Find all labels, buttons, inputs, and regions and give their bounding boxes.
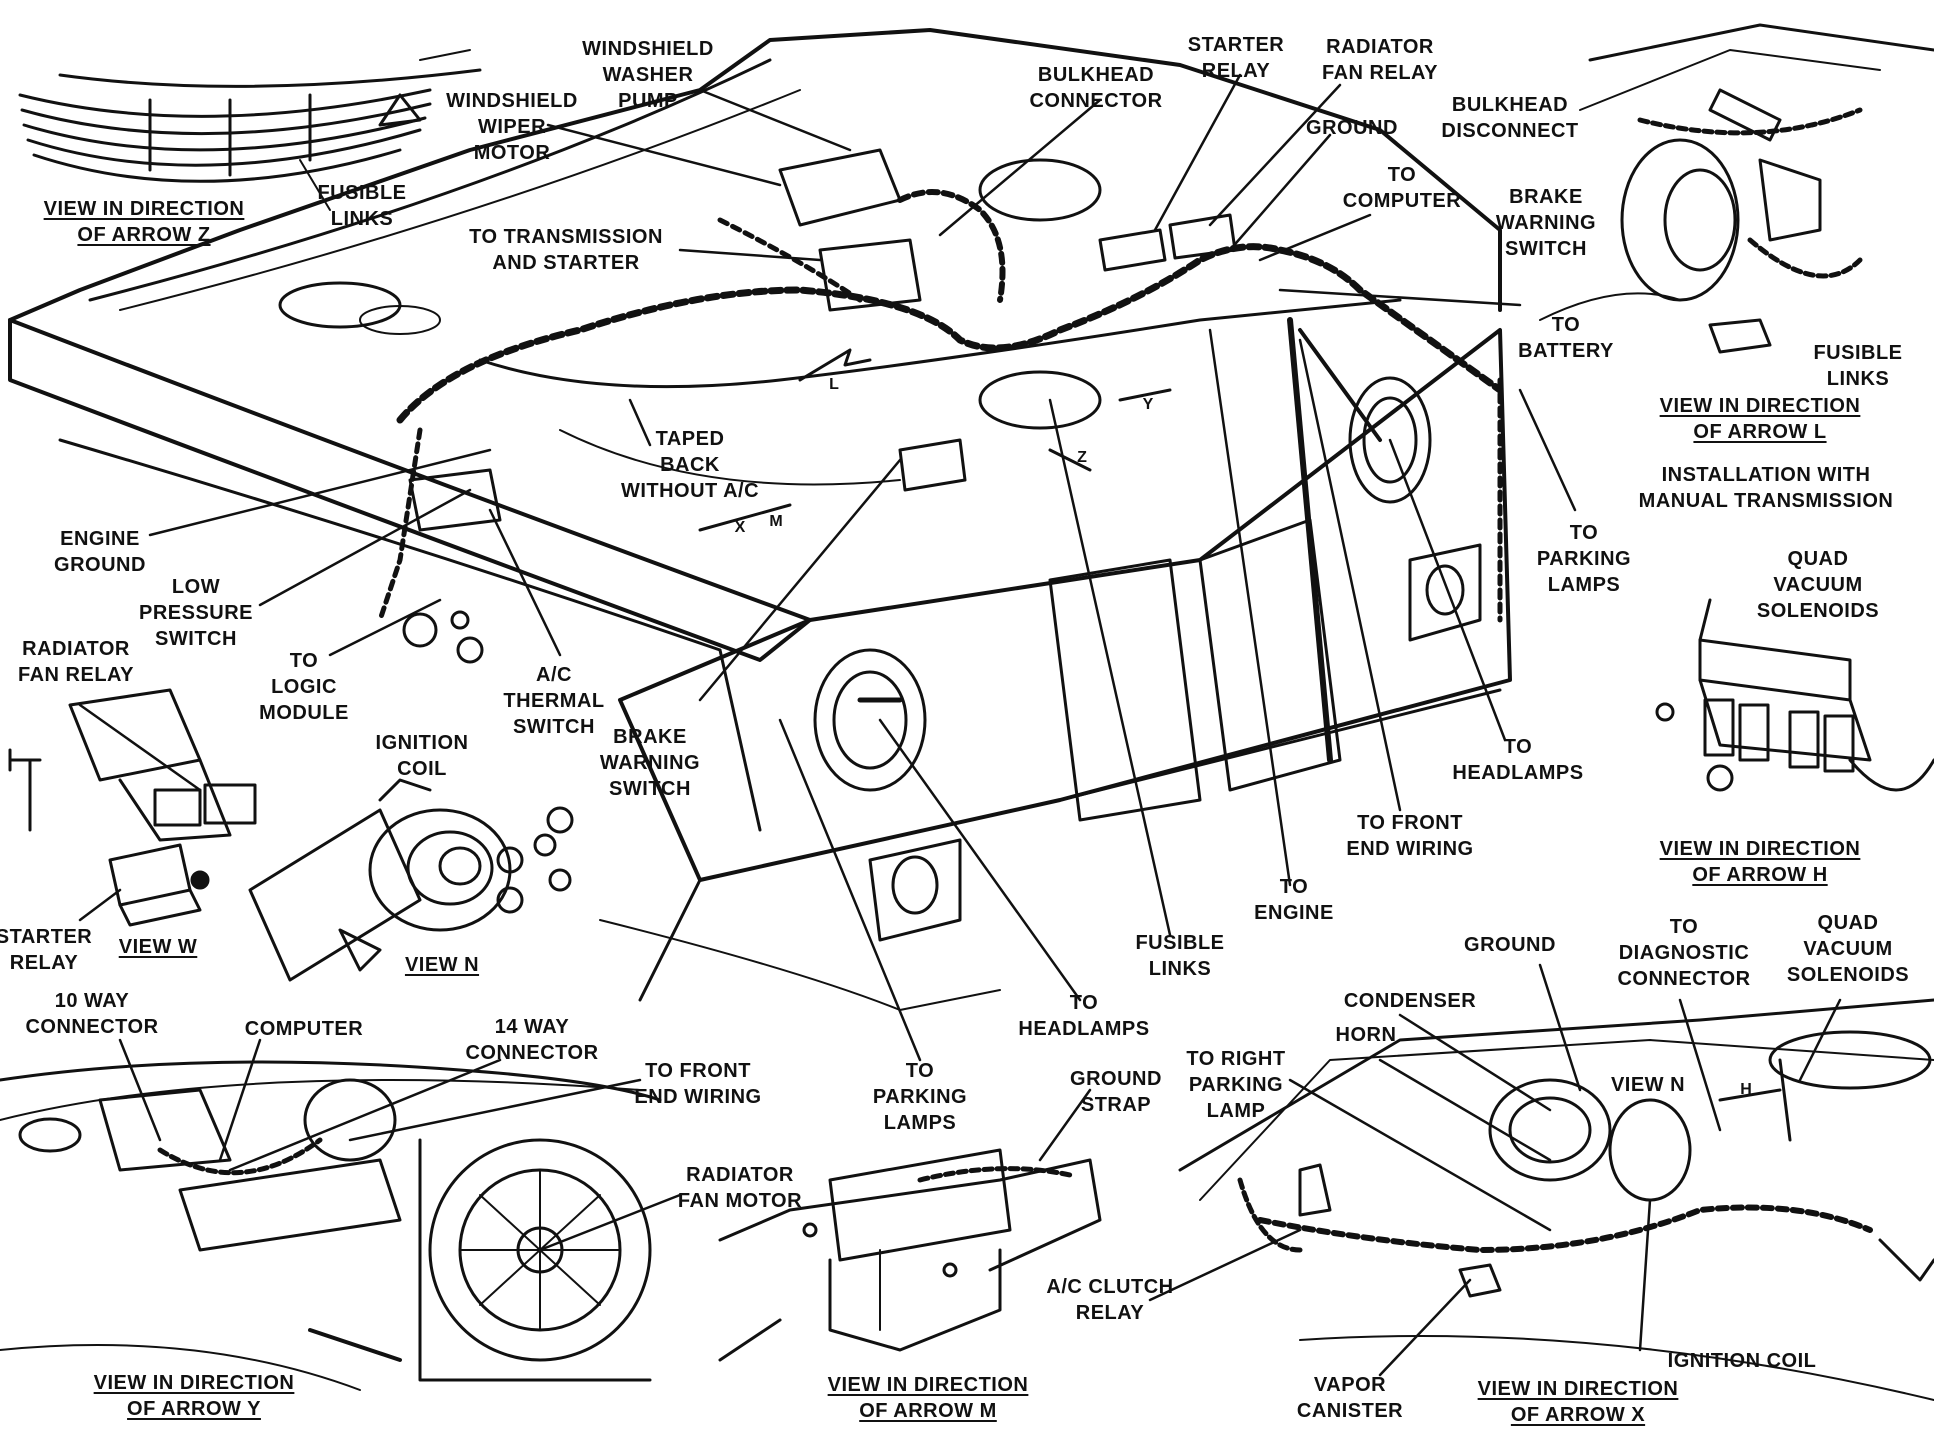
label-installation-manual: INSTALLATION WITH MANUAL TRANSMISSION <box>1638 464 1894 512</box>
caption-arrow-m: VIEW IN DIRECTION OF ARROW M <box>827 1374 1029 1422</box>
label-to-right-parking-lamp: TO RIGHT PARKING LAMP <box>1186 1048 1286 1122</box>
label-to-parking-lamps-mid: TO PARKING LAMPS <box>872 1060 968 1134</box>
label-fusible-links-topleft: FUSIBLE LINKS <box>317 182 407 230</box>
label-radiator-fan-relay-top: RADIATOR FAN RELAY <box>1321 36 1439 84</box>
arrow-m-symbol: M <box>769 513 783 530</box>
label-to-headlamps-mid: TO HEADLAMPS <box>1018 992 1150 1040</box>
label-to-diagnostic: TO DIAGNOSTIC CONNECTOR <box>1617 916 1751 990</box>
caption-view-n: VIEW N <box>404 954 480 976</box>
arrow-x-symbol: X <box>734 519 746 536</box>
label-quad-vacuum-bottom: QUAD VACUUM SOLENOIDS <box>1786 912 1910 986</box>
label-condenser: CONDENSER <box>1343 990 1477 1012</box>
inset-arrow-l <box>1539 23 1934 354</box>
label-quad-vacuum-top: QUAD VACUUM SOLENOIDS <box>1756 548 1880 622</box>
label-to-front-end-mid: TO FRONT END WIRING <box>1346 812 1474 860</box>
label-starter-relay-left: STARTER RELAY <box>0 926 93 974</box>
inset-arrow-y <box>0 1060 662 1391</box>
label-ac-thermal-switch: A/C THERMAL SWITCH <box>503 664 605 738</box>
label-to-logic-module: TO LOGIC MODULE <box>259 650 349 724</box>
label-to-headlamps-right: TO HEADLAMPS <box>1452 736 1584 784</box>
inset-arrow-x <box>1178 998 1934 1401</box>
label-ground-top: GROUND <box>1306 117 1398 139</box>
inset-arrow-m <box>718 1148 1102 1362</box>
caption-arrow-l: VIEW IN DIRECTION OF ARROW L <box>1659 395 1861 443</box>
inset-view-n <box>248 778 574 982</box>
label-fusible-links-mid: FUSIBLE LINKS <box>1135 932 1225 980</box>
label-vapor-canister: VAPOR CANISTER <box>1296 1374 1404 1422</box>
caption-arrow-x: VIEW IN DIRECTION OF ARROW X <box>1477 1378 1679 1426</box>
label-radiator-fan-motor: RADIATOR FAN MOTOR <box>677 1164 803 1212</box>
label-starter-relay-top: STARTER RELAY <box>1187 34 1285 82</box>
arrow-h-symbol: H <box>1740 1081 1752 1098</box>
label-brake-warning-switch-top: BRAKE WARNING SWITCH <box>1495 186 1597 260</box>
label-computer-bottom: COMPUTER <box>244 1018 364 1040</box>
label-horn: HORN <box>1335 1024 1397 1046</box>
label-ignition-coil-bottom: IGNITION COIL <box>1667 1350 1817 1372</box>
label-ten-way-connector: 10 WAY CONNECTOR <box>25 990 159 1038</box>
inset-view-w <box>8 688 257 927</box>
label-windshield-wiper-motor: WINDSHIELD WIPER MOTOR <box>446 90 578 164</box>
inset-arrow-z <box>18 49 482 211</box>
caption-arrow-h: VIEW IN DIRECTION OF ARROW H <box>1659 838 1861 886</box>
caption-view-w: VIEW W <box>118 936 198 958</box>
inset-arrow-h <box>1655 598 1934 792</box>
label-low-pressure-switch: LOW PRESSURE SWITCH <box>138 576 254 650</box>
label-to-engine: TO ENGINE <box>1254 876 1334 924</box>
label-view-n-bottom: VIEW N <box>1610 1074 1686 1096</box>
caption-arrow-z: VIEW IN DIRECTION OF ARROW Z <box>43 198 245 246</box>
label-ac-clutch-relay: A/C CLUTCH RELAY <box>1046 1276 1174 1324</box>
label-ground-bottom: GROUND <box>1464 934 1556 956</box>
main-engine-bay <box>8 28 1512 1011</box>
caption-arrow-y: VIEW IN DIRECTION OF ARROW Y <box>93 1372 295 1420</box>
label-to-parking-lamps-right: TO PARKING LAMPS <box>1536 522 1632 596</box>
label-radiator-fan-relay-left: RADIATOR FAN RELAY <box>17 638 135 686</box>
label-windshield-washer-pump: WINDSHIELD WASHER PUMP <box>582 38 714 112</box>
label-taped-back: TAPED BACK WITHOUT A/C <box>620 428 760 502</box>
label-brake-warning-switch-mid: BRAKE WARNING SWITCH <box>599 726 701 800</box>
label-ignition-coil-top: IGNITION COIL <box>375 732 469 780</box>
label-engine-ground: ENGINE GROUND <box>54 528 146 576</box>
label-to-front-end-bottom: TO FRONT END WIRING <box>634 1060 762 1108</box>
label-bulkhead-disconnect: BULKHEAD DISCONNECT <box>1441 94 1579 142</box>
arrow-z-symbol: Z <box>1077 449 1087 466</box>
label-to-transmission: TO TRANSMISSION AND STARTER <box>469 226 663 274</box>
label-bulkhead-connector: BULKHEAD CONNECTOR <box>1029 64 1163 112</box>
label-to-computer: TO COMPUTER <box>1342 164 1462 212</box>
view-arrows <box>698 348 1782 1102</box>
arrow-y-symbol: Y <box>1142 396 1154 413</box>
label-fusible-links-right: FUSIBLE LINKS <box>1813 342 1903 390</box>
label-fourteen-way-connector: 14 WAY CONNECTOR <box>465 1016 599 1064</box>
arrow-l-symbol: L <box>829 376 839 393</box>
label-ground-strap: GROUND STRAP <box>1070 1068 1162 1116</box>
leader-lines <box>78 73 1842 1377</box>
label-to-battery: TO BATTERY <box>1518 314 1614 362</box>
